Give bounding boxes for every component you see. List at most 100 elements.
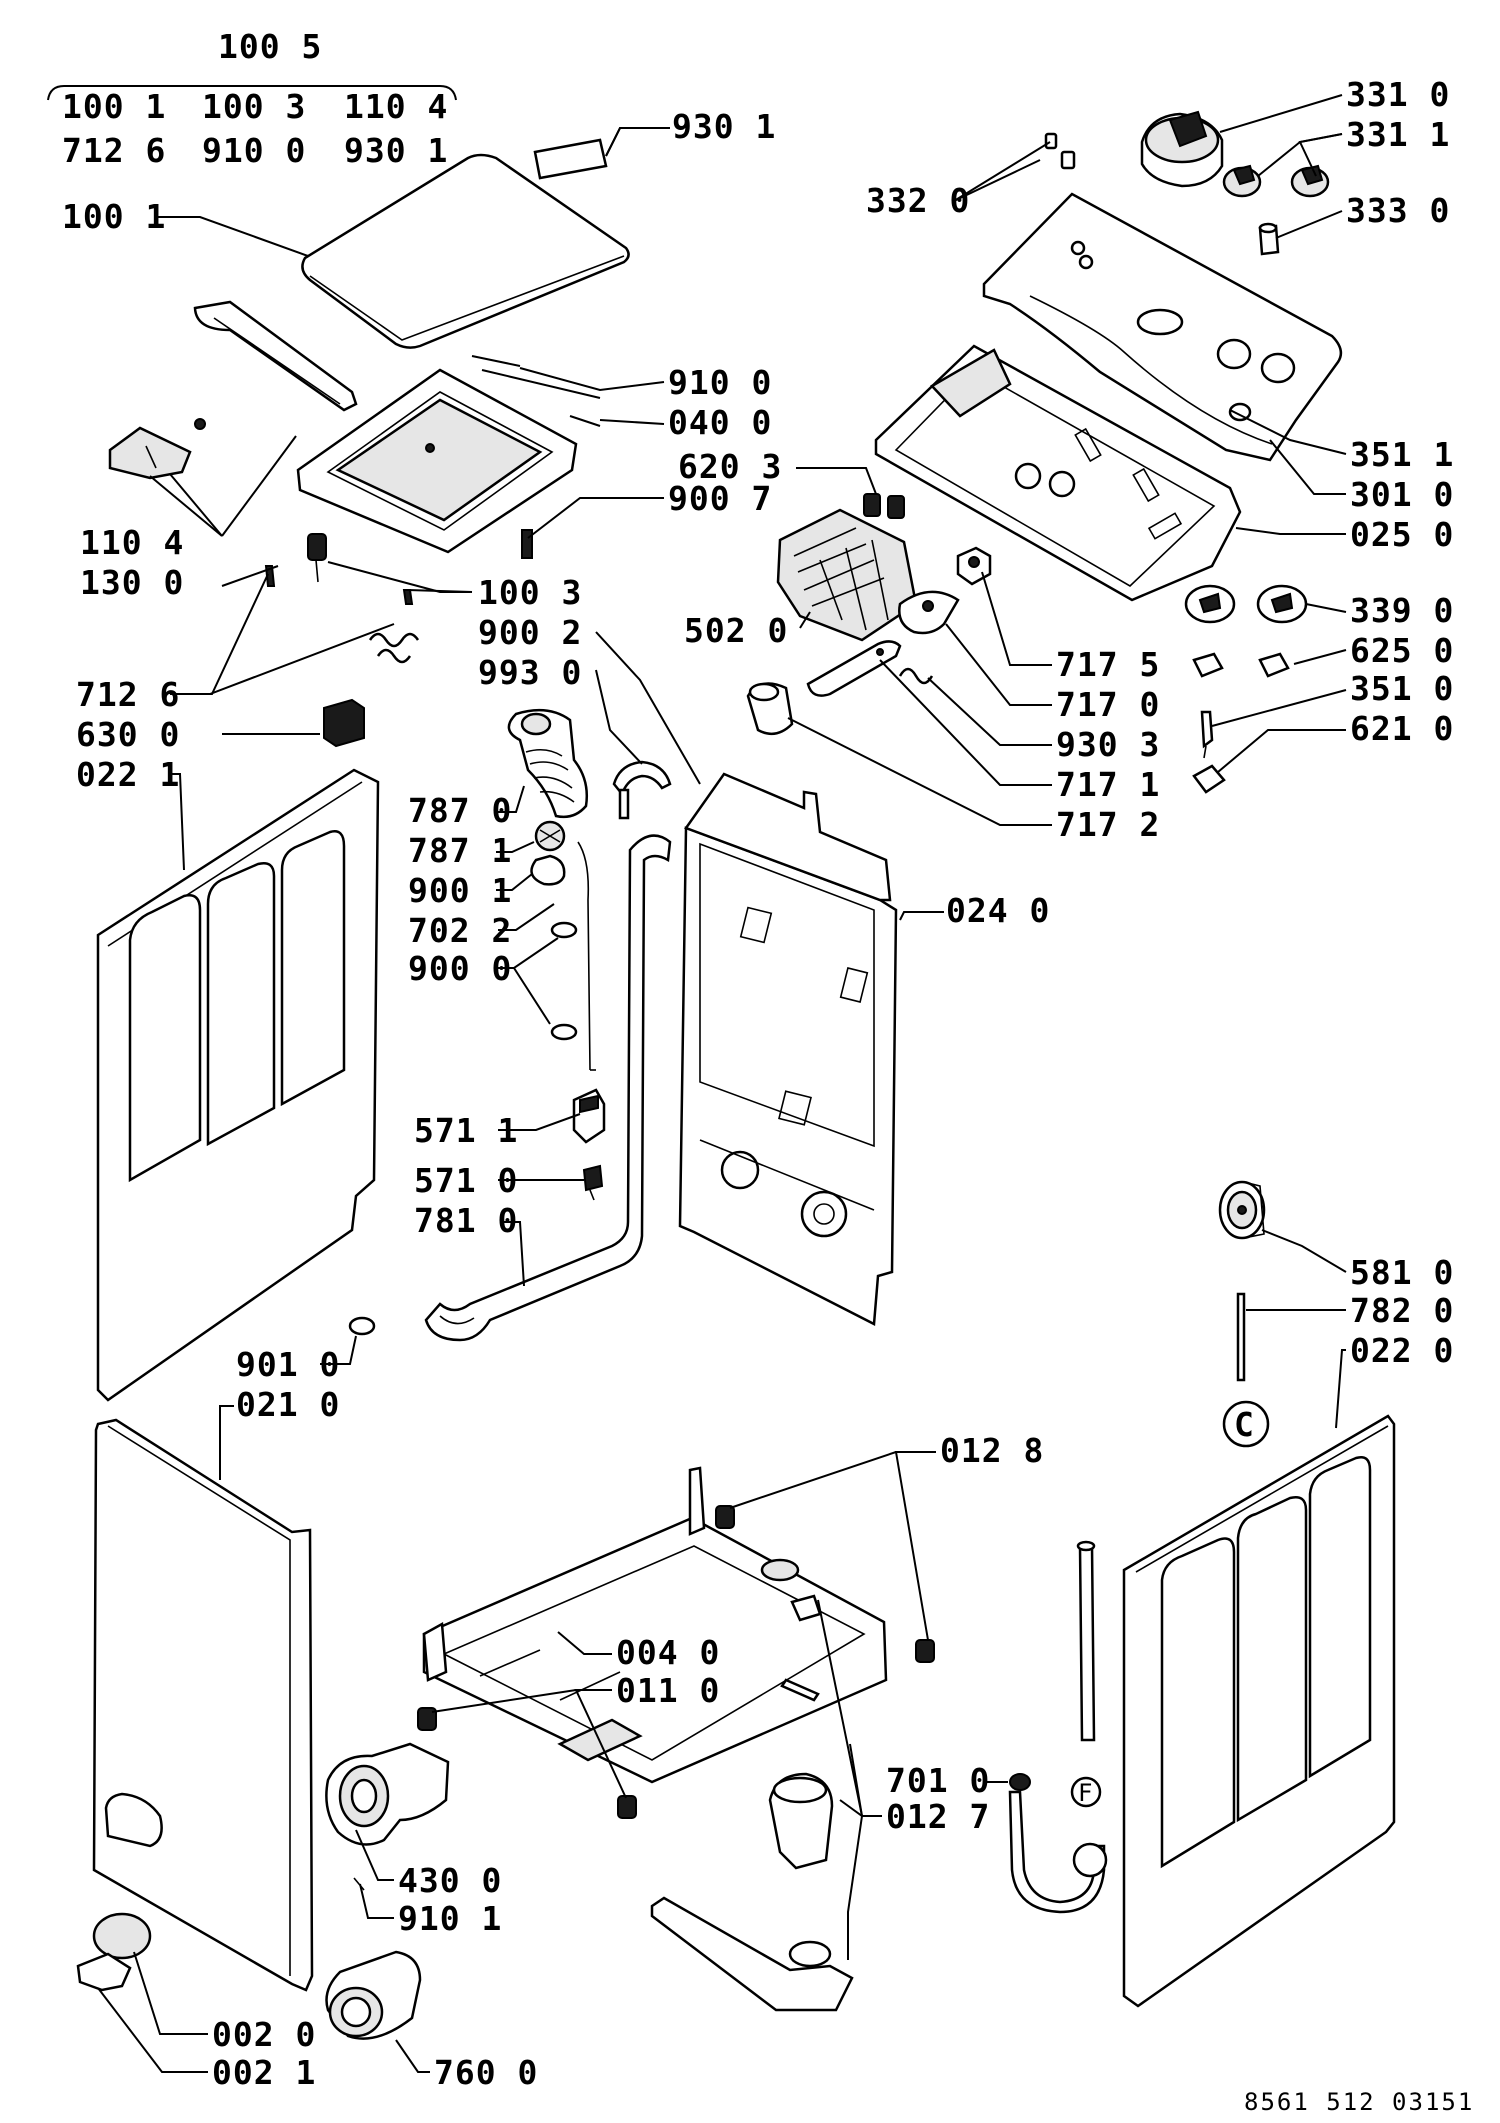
document-number: 8561 512 03151 <box>1244 2088 1474 2116</box>
valve-900-0-b-part <box>550 1023 578 1041</box>
top-frame-part <box>296 368 578 554</box>
label-625-0: 625 0 <box>1350 631 1454 670</box>
hose-701-part <box>1008 1773 1108 1914</box>
valve-900-0-a-part <box>550 921 578 939</box>
spring-part <box>368 632 420 664</box>
bolt-900-7-part <box>521 529 533 559</box>
label-900-1: 900 1 <box>408 871 512 910</box>
pin-712-part <box>402 589 414 605</box>
cam-717-0-part <box>898 590 960 635</box>
knob-331-1-a-part <box>1222 164 1262 198</box>
label-351-1: 351 1 <box>1350 435 1454 474</box>
filter-787-1-part <box>534 820 566 852</box>
part-labels: 930 1 100 1 910 0 040 0 620 3 900 7 110 … <box>62 75 1454 2092</box>
label-717-5: 717 5 <box>1056 645 1160 684</box>
foot-011-a-part <box>417 1707 437 1731</box>
hinge-pins-part <box>471 355 601 427</box>
cable-351-0-part <box>1200 710 1214 759</box>
label-022-0: 022 0 <box>1350 1331 1454 1370</box>
block-630-part <box>323 698 365 748</box>
screw-910-1-part <box>353 1877 365 1891</box>
pipe-702-part <box>577 841 596 1071</box>
header-row2-b: 910 0 <box>202 131 306 170</box>
label-333-0: 333 0 <box>1346 191 1450 230</box>
rod-f-part: F <box>1070 1540 1102 1808</box>
panel-support-025-part <box>874 344 1242 602</box>
label-351-0: 351 0 <box>1350 669 1454 708</box>
hose-993-part <box>612 760 672 820</box>
label-760-0: 760 0 <box>434 2053 538 2092</box>
label-717-0: 717 0 <box>1056 685 1160 724</box>
knob-331-0-part <box>1140 110 1224 188</box>
label-621-0: 621 0 <box>1350 709 1454 748</box>
label-993-0: 993 0 <box>478 653 582 692</box>
label-130-0: 130 0 <box>80 563 184 602</box>
marker-c-label: C <box>1234 1405 1255 1444</box>
side-panel-left-part <box>96 768 380 1402</box>
label-930-3: 930 3 <box>1056 725 1160 764</box>
label-339-0: 339 0 <box>1350 591 1454 630</box>
label-024-0: 024 0 <box>946 891 1050 930</box>
label-002-0: 002 0 <box>212 2015 316 2054</box>
header-label-group: 100 5 100 1 100 3 110 4 712 6 910 0 930 … <box>47 27 457 170</box>
foot-012-8-a-part <box>715 1505 735 1529</box>
lid-part <box>301 153 630 349</box>
leader-lines <box>97 94 1347 2073</box>
header-row2-a: 712 6 <box>62 131 166 170</box>
lever-012-7-part <box>650 1896 854 2012</box>
hinge-cover-part <box>193 300 358 412</box>
pulley-581-part <box>1218 1180 1266 1240</box>
cap-333-part <box>1258 222 1280 256</box>
pin-332-b-part <box>1060 150 1076 170</box>
label-702-2: 702 2 <box>408 911 512 950</box>
label-910-1: 910 1 <box>398 1899 502 1938</box>
label-782-0: 782 0 <box>1350 1291 1454 1330</box>
foot-012-8-b-part <box>915 1639 935 1663</box>
label-787-1: 787 1 <box>408 831 512 870</box>
base-frame-part <box>422 1466 888 1784</box>
label-011-0: 011 0 <box>616 1671 720 1710</box>
label-717-2: 717 2 <box>1056 805 1160 844</box>
rod-782-part <box>1236 1292 1246 1382</box>
clamp-900-1-part <box>530 854 566 886</box>
marker-c-part: C <box>1222 1400 1270 1448</box>
bracket-717-2-part <box>746 682 794 736</box>
label-331-0: 331 0 <box>1346 75 1450 114</box>
label-040-0: 040 0 <box>668 403 772 442</box>
led-625-a-part <box>1192 652 1224 678</box>
header-brace <box>47 85 457 101</box>
knob-339-a-part <box>1184 584 1236 624</box>
label-021-0: 021 0 <box>236 1385 340 1424</box>
label-025-0: 025 0 <box>1350 515 1454 554</box>
label-332-0: 332 0 <box>866 181 970 220</box>
label-331-1: 331 1 <box>1346 115 1450 154</box>
foot-011-b-part <box>617 1795 637 1819</box>
knob-339-b-part <box>1256 584 1308 624</box>
switch-621-part <box>1192 764 1226 794</box>
label-004-0: 004 0 <box>616 1633 720 1672</box>
pump-430-part <box>325 1742 450 1846</box>
label-571-1: 571 1 <box>414 1111 518 1150</box>
knob-331-1-b-part <box>1290 164 1330 198</box>
front-panel-part <box>92 1418 314 1992</box>
pin-332-a-part <box>1044 132 1058 150</box>
header-row1-a: 100 1 <box>62 87 166 126</box>
sensor-571-1-part <box>572 1088 606 1144</box>
header-row2-c: 930 1 <box>344 131 448 170</box>
marker-f-label: F <box>1078 1779 1094 1807</box>
label-930-1-top: 930 1 <box>672 107 776 146</box>
control-panel-301-part <box>982 192 1343 462</box>
back-panel-part <box>678 772 898 1326</box>
header-row1-b: 100 3 <box>202 87 306 126</box>
label-901-0: 901 0 <box>236 1345 340 1384</box>
filter-760-part <box>325 1950 422 2040</box>
lid-strip-part <box>533 127 670 180</box>
label-012-7: 012 7 <box>886 1797 990 1836</box>
label-012-8: 012 8 <box>940 1431 1044 1470</box>
connector-620-3-part <box>863 493 905 519</box>
module-502-part <box>776 508 918 642</box>
lever-717-1-part <box>806 640 902 697</box>
label-022-1: 022 1 <box>76 755 180 794</box>
header-top-label: 100 5 <box>218 27 322 66</box>
drain-hose-781-part <box>424 834 672 1342</box>
